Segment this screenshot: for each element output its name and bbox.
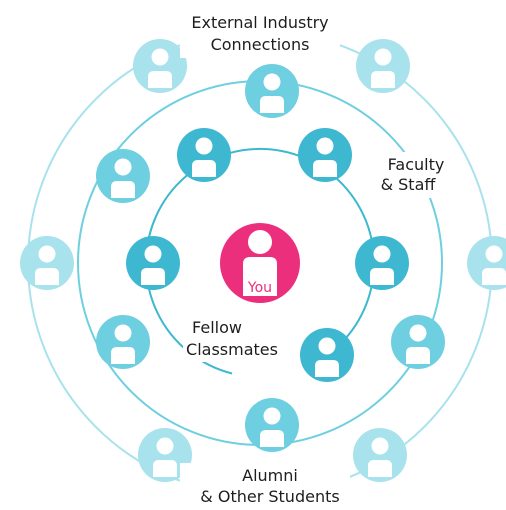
middle-person-icon [245,398,299,452]
faculty-staff-label: Faculty & Staff [380,152,450,198]
inner-person-icon [126,236,180,290]
fellow-classmates-label-line-1: Fellow [192,318,242,337]
external-connections-label-line-1: External Industry [191,13,328,32]
you-node: You [220,223,300,303]
outer-person-icon [356,39,410,93]
outer-person-icon [353,428,407,482]
outer-person-icon [467,236,506,290]
external-connections-label-line-2: Connections [211,35,310,54]
you-person-head-icon [248,230,272,254]
you-badge [243,257,277,296]
inner-person-icon [298,128,352,182]
you-label: You [247,280,272,296]
inner-person-icon [177,128,231,182]
fellow-classmates-label-line-2: Classmates [186,340,278,359]
middle-person-icon [96,149,150,203]
outer-person-icon [20,236,74,290]
middle-person-icon [96,315,150,369]
alumni-students-label-line-1: Alumni [242,466,298,485]
middle-person-icon [245,64,299,118]
inner-person-icon [355,236,409,290]
fellow-classmates-label: Fellow Classmates [183,316,281,362]
inner-person-icon [300,328,354,382]
faculty-staff-label-line-2: & Staff [381,175,437,194]
outer-person-icon [133,39,187,93]
alumni-students-label-line-2: & Other Students [200,487,339,506]
faculty-staff-label-line-1: Faculty [388,155,445,174]
alumni-students-label: Alumni & Other Students [180,463,350,509]
outer-person-icon [138,428,192,482]
external-connections-label: External Industry Connections [180,8,340,58]
middle-person-icon [391,315,445,369]
